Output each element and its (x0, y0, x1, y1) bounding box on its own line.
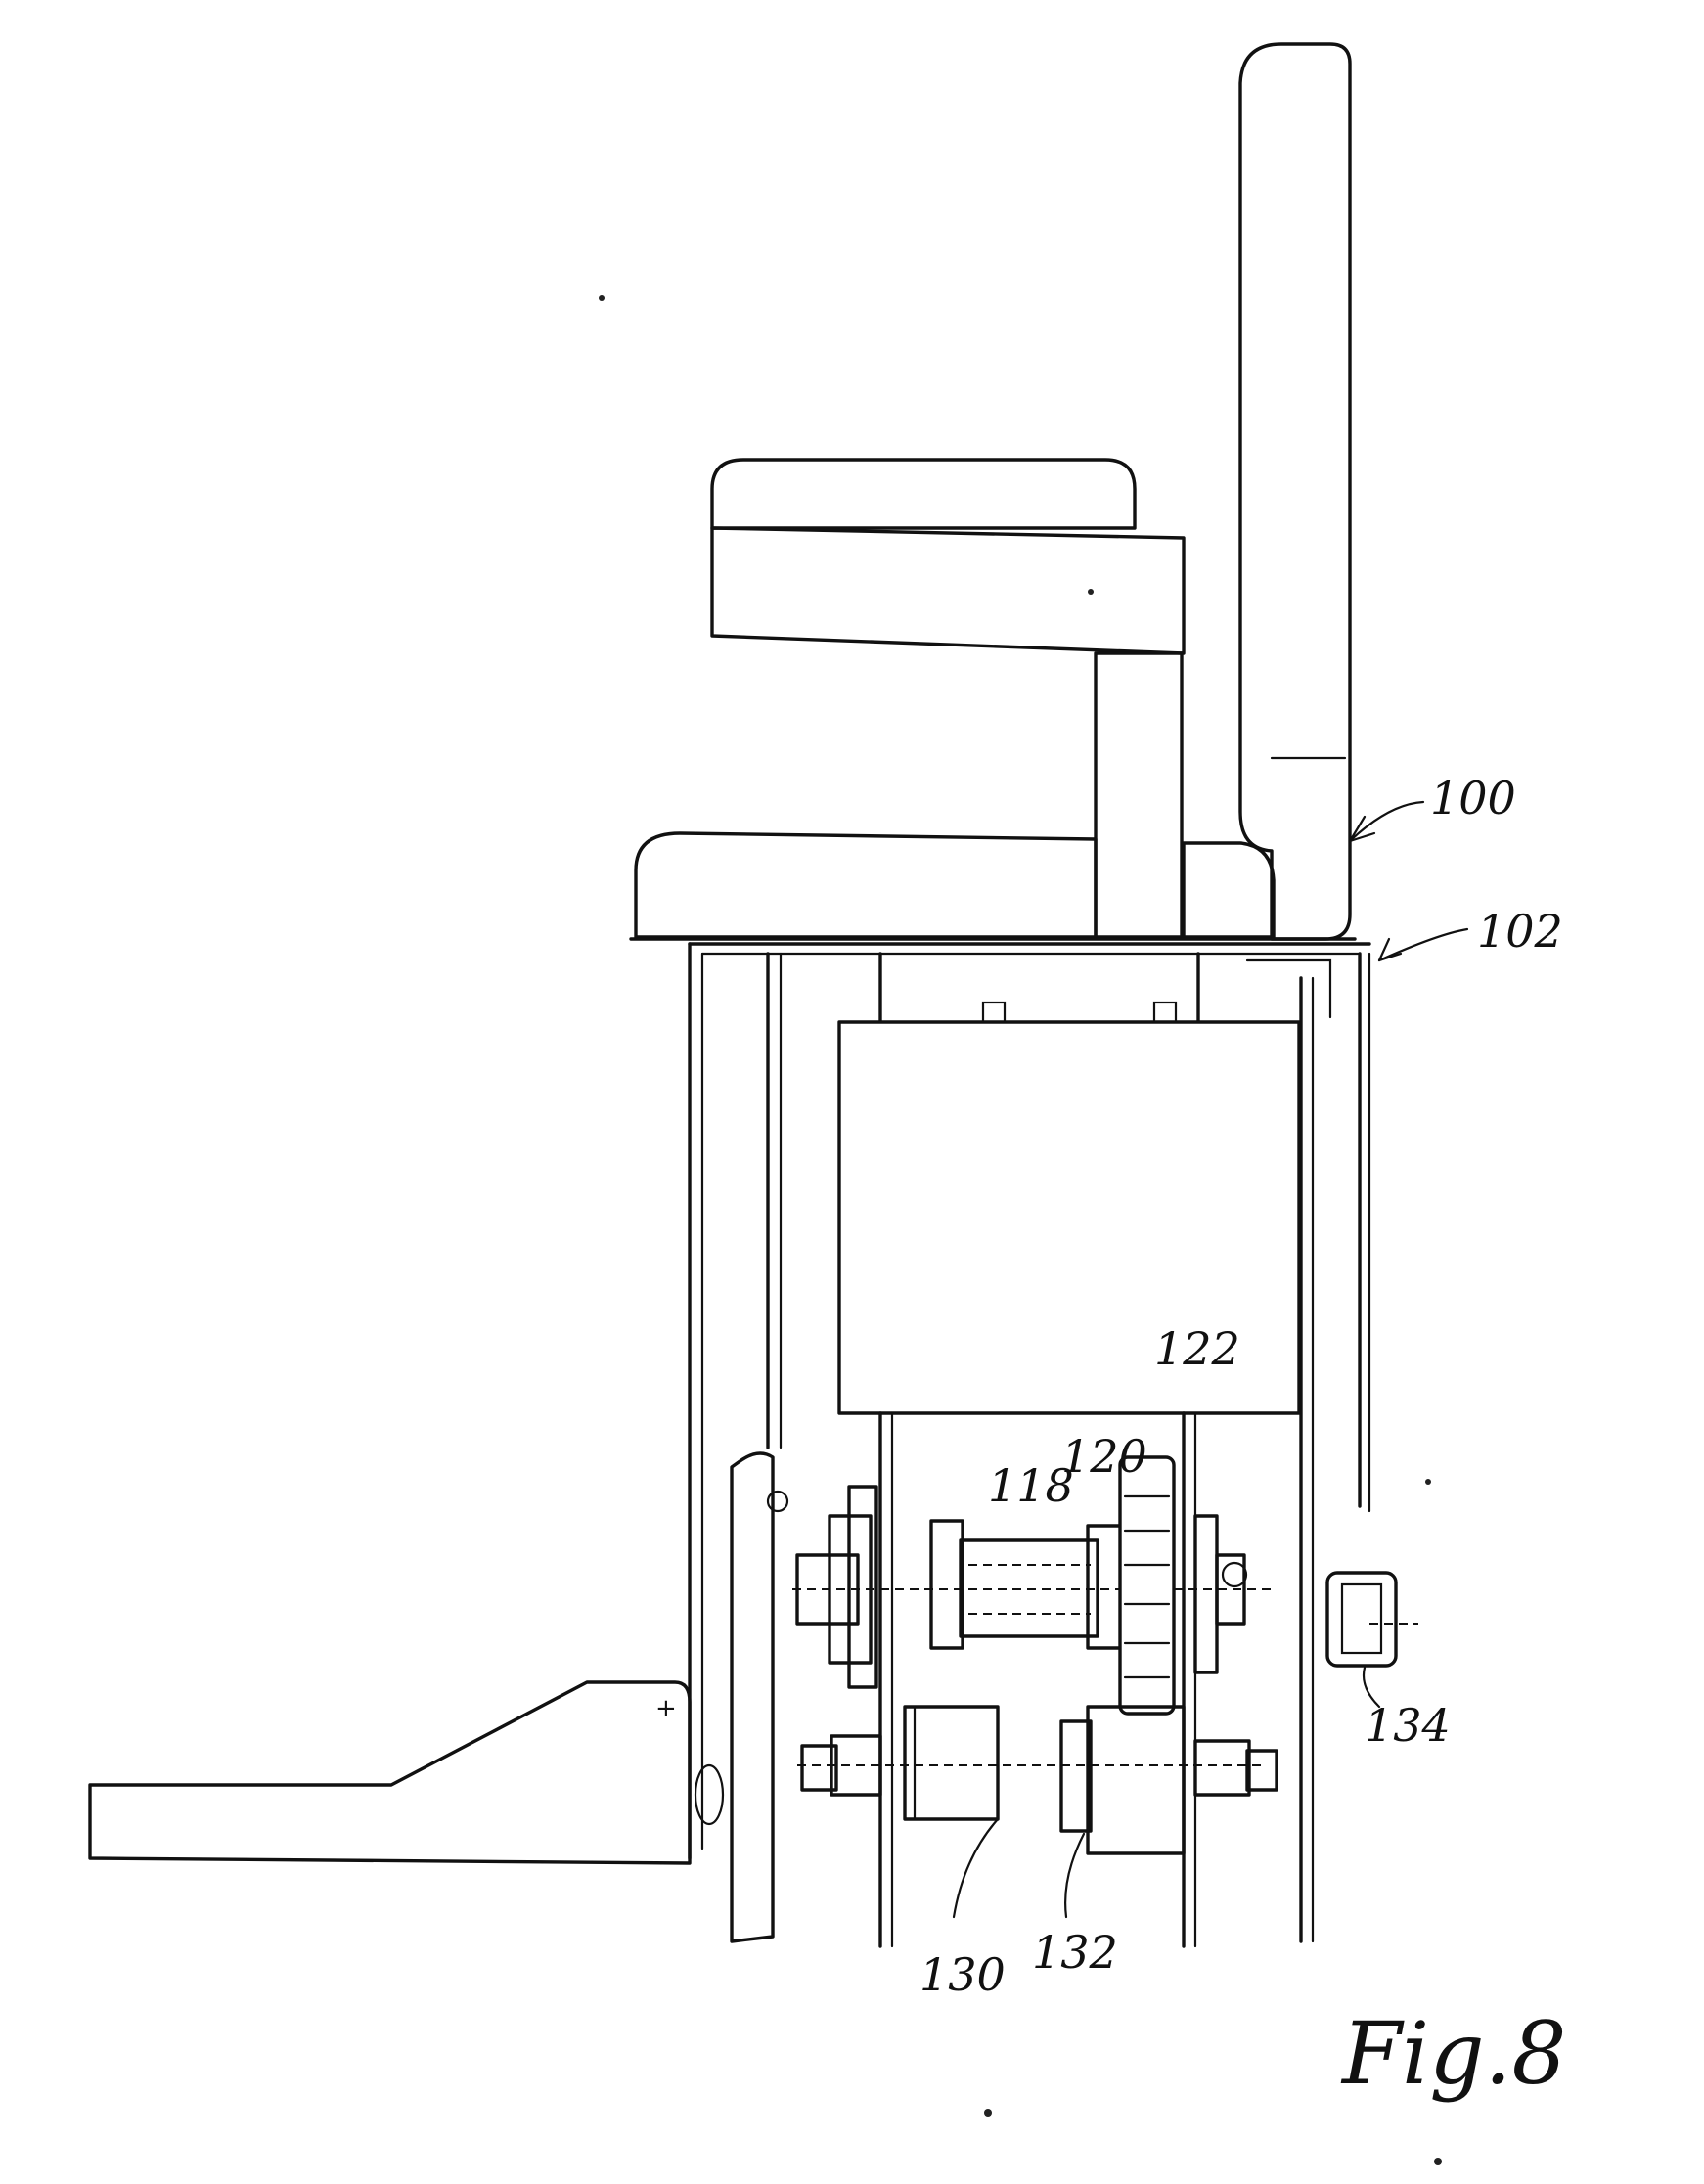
housing-tab-right (1152, 1001, 1178, 1024)
footrest-screw-mark: + (655, 1694, 677, 1723)
leader-132 (1064, 1832, 1086, 1919)
lower-nut-left (800, 1744, 838, 1792)
upper-sprocket-left (847, 1485, 878, 1689)
gear-122-teeth (1123, 1494, 1171, 1679)
speck (1434, 2158, 1442, 2165)
speck (984, 2109, 992, 2117)
gear-122 (1118, 1455, 1176, 1716)
footrest (88, 1680, 692, 1865)
label-130: 130 (919, 1948, 1006, 2001)
bracket-134-inner (1340, 1582, 1383, 1655)
upper-nut-right (1215, 1553, 1246, 1626)
speck (1088, 589, 1094, 595)
arrow-100 (1348, 815, 1376, 843)
lower-washer-left (830, 1734, 882, 1797)
leader-134 (1362, 1666, 1381, 1709)
frame-bracket (1245, 958, 1332, 1019)
arrow-102 (1377, 937, 1403, 962)
label-102: 102 (1477, 905, 1563, 958)
label-122: 122 (1154, 1322, 1240, 1375)
housing-tab-left (981, 1001, 1007, 1024)
lift-arm-pivot (766, 1490, 789, 1513)
label-134: 134 (1365, 1699, 1451, 1752)
armrest-body (710, 526, 1186, 655)
leader-100 (1348, 800, 1425, 843)
roller-132 (1086, 1705, 1186, 1855)
label-118: 118 (988, 1459, 1074, 1512)
label-100: 100 (1430, 772, 1516, 825)
roller-132-flange (1059, 1719, 1093, 1833)
collar-120 (1086, 1524, 1124, 1650)
speck (1425, 1479, 1431, 1485)
bearing-118 (959, 1538, 1099, 1638)
upper-nut-left (795, 1553, 860, 1626)
bracket-134 (1325, 1571, 1398, 1668)
backrest (1238, 42, 1352, 941)
lift-arm (730, 1451, 775, 1943)
footrest-hinge (694, 1763, 725, 1826)
leader-102 (1377, 927, 1469, 962)
lower-bolt-head (1245, 1749, 1278, 1792)
armrest-top (710, 458, 1137, 530)
roller-130 (903, 1705, 1000, 1821)
lower-nut-right (1193, 1739, 1251, 1797)
label-132: 132 (1032, 1926, 1118, 1979)
upper-plate-washer-right (1193, 1514, 1219, 1674)
figure-caption: Fig.8 (1340, 2003, 1567, 2104)
motor-housing (837, 1020, 1301, 1415)
spacer-118-left (929, 1519, 964, 1650)
armrest-support-post (1094, 651, 1184, 939)
leader-130 (952, 1817, 1000, 1919)
seat-cushion (634, 831, 1276, 939)
speck (599, 295, 605, 301)
label-120: 120 (1061, 1430, 1147, 1483)
upper-bolt-head (1221, 1561, 1248, 1588)
